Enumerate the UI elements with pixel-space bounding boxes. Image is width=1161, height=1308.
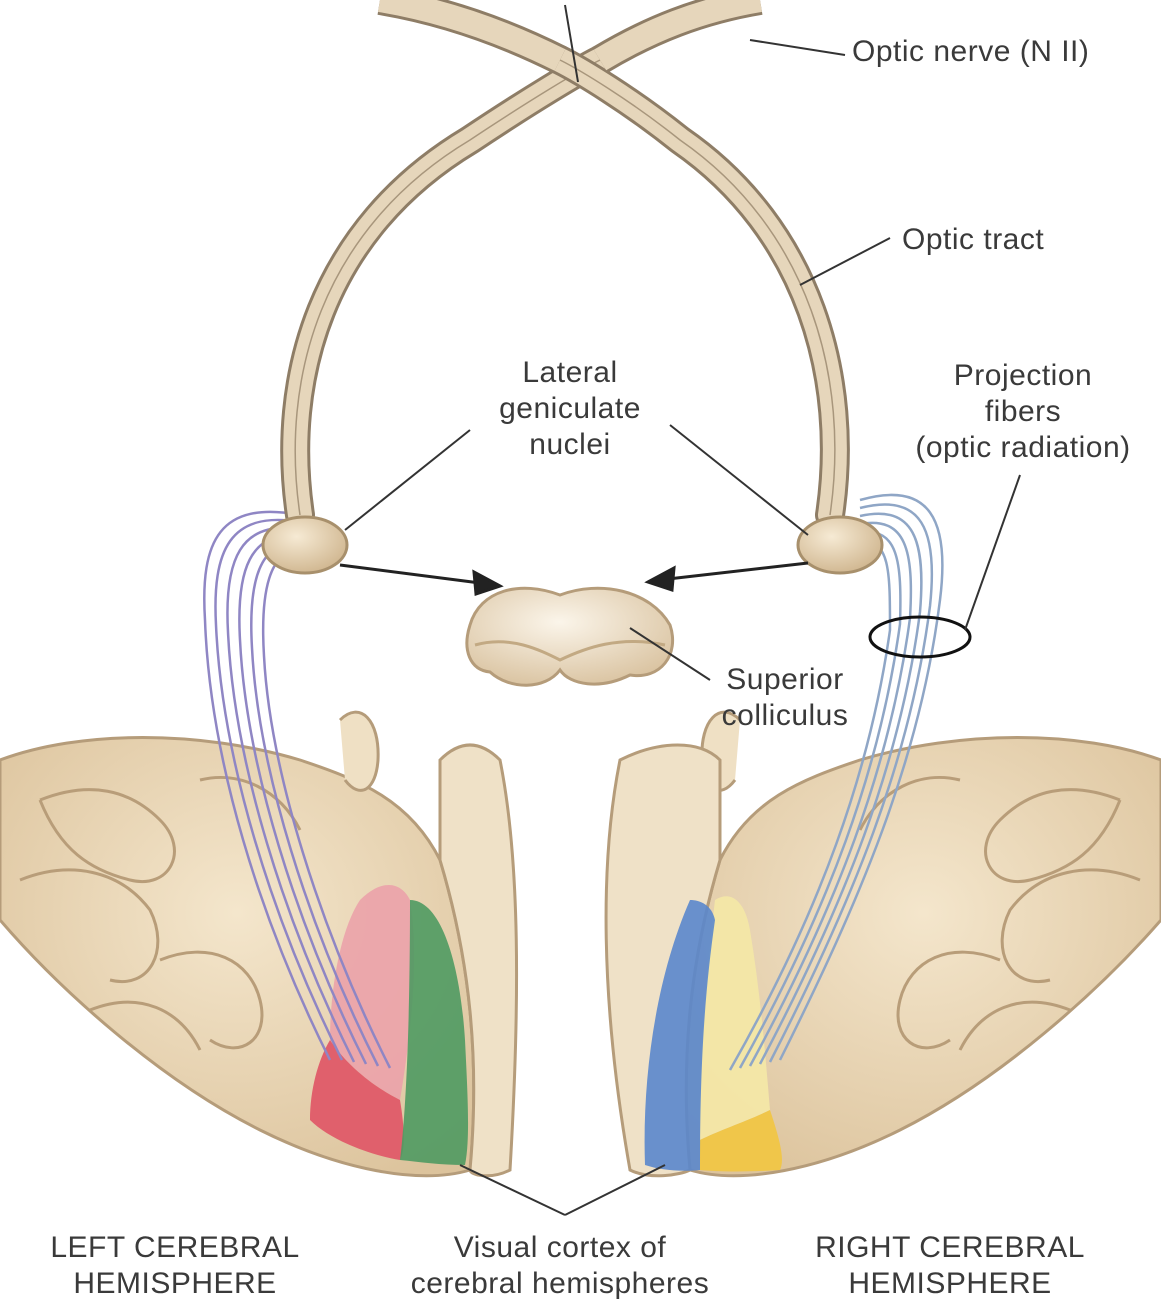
label-line: cerebral hemispheres xyxy=(380,1266,740,1302)
label-line: Lateral xyxy=(470,355,670,391)
label-line: Projection xyxy=(893,358,1153,394)
label-line: HEMISPHERE xyxy=(10,1266,340,1302)
label-line: RIGHT CEREBRAL xyxy=(780,1230,1120,1266)
label-lateral-geniculate-nuclei: Lateral geniculate nuclei xyxy=(470,355,670,463)
label-optic-nerve: Optic nerve (N II) xyxy=(852,34,1089,70)
optic-radiation-ring xyxy=(870,617,970,657)
label-line: Superior xyxy=(690,662,880,698)
label-line: LEFT CEREBRAL xyxy=(10,1230,340,1266)
label-projection-fibers: Projection fibers (optic radiation) xyxy=(893,358,1153,466)
label-line: nuclei xyxy=(470,427,670,463)
right-lateral-geniculate-nucleus xyxy=(798,517,882,573)
label-line: Visual cortex of xyxy=(380,1230,740,1266)
label-optic-tract: Optic tract xyxy=(902,222,1044,258)
left-lateral-geniculate-nucleus xyxy=(263,517,347,573)
label-visual-cortex: Visual cortex of cerebral hemispheres xyxy=(380,1230,740,1302)
label-line: HEMISPHERE xyxy=(780,1266,1120,1302)
label-line: colliculus xyxy=(690,698,880,734)
label-line: geniculate xyxy=(470,391,670,427)
label-left-cerebral-hemisphere: LEFT CEREBRAL HEMISPHERE xyxy=(10,1230,340,1302)
label-line: (optic radiation) xyxy=(893,430,1153,466)
label-right-cerebral-hemisphere: RIGHT CEREBRAL HEMISPHERE xyxy=(780,1230,1120,1302)
label-superior-colliculus: Superior colliculus xyxy=(690,662,880,734)
label-line: fibers xyxy=(893,394,1153,430)
